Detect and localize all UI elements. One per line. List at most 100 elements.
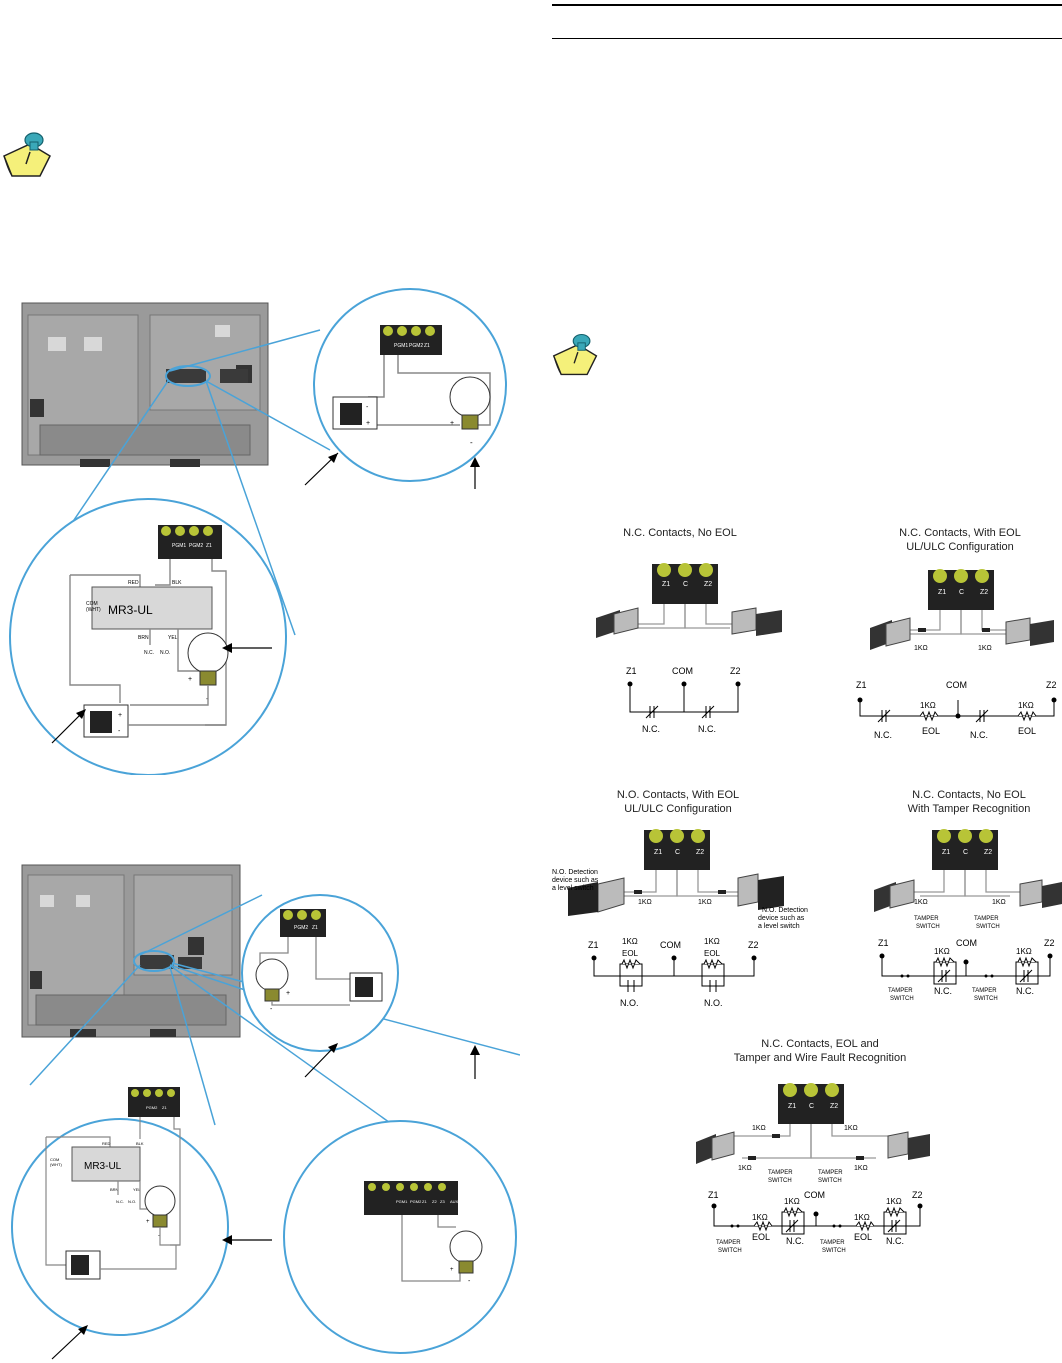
diagram-label: COM	[946, 680, 967, 690]
diagram-label: -	[366, 404, 369, 411]
diagram-label: 1KΩ	[738, 1165, 752, 1172]
diagram-label: N.O.	[128, 1199, 136, 1204]
diagram-label: Z2	[1046, 680, 1057, 690]
diagram-label: 1KΩ	[784, 1197, 800, 1206]
diagram-label: TAMPER	[914, 916, 939, 922]
diagram-label: 1KΩ	[920, 701, 936, 710]
diagram-label: Z1	[422, 1199, 427, 1204]
diagram-label: Z1	[626, 666, 637, 676]
terminal-label: Z1	[424, 343, 430, 349]
diagram-label: BRN	[110, 1187, 119, 1192]
diagram-label: Z1	[788, 1103, 796, 1110]
diagram-label: SWITCH	[974, 996, 998, 1002]
terminal-label: PGM2	[409, 343, 423, 349]
diagram-label: MR3-UL	[84, 1161, 122, 1172]
diagram-label: -	[470, 438, 473, 447]
diagram-label: 1KΩ	[914, 899, 928, 906]
diagram-label: EOL	[704, 949, 721, 958]
diagram-label: +	[118, 712, 122, 719]
diagram-label: COM	[86, 601, 98, 607]
diagram-label: C	[963, 849, 968, 856]
header-rule-bottom	[552, 38, 1062, 39]
diagram-label: N.O. Detection	[552, 869, 598, 876]
wiring-figure-bottom: PGM2 Z1 + - PGM2 Z1 MR3-UL RED BLK COM (…	[11, 864, 520, 1360]
diagram-label: N.C.	[934, 986, 952, 996]
diagram-title: N.C. Contacts, With EOL UL/ULC Configura…	[899, 527, 1021, 553]
diagram-label: PGM1	[396, 1199, 408, 1204]
diagram-label: PGM1	[172, 543, 186, 549]
power-supply-box	[349, 972, 383, 1002]
diagram-label: Z1	[312, 925, 318, 931]
door-contact-icon	[887, 1131, 930, 1160]
diagram-title: N.C. Contacts, No EOL With Tamper Recogn…	[907, 789, 1031, 815]
diagram-label: BRN	[138, 635, 149, 641]
diagram-label: 1KΩ	[1016, 947, 1032, 956]
diagram-label: SWITCH	[718, 1248, 742, 1254]
diagram-label: (WHT)	[86, 607, 101, 613]
diagram-label: COM	[804, 1190, 825, 1200]
diagram-label: COM	[50, 1157, 59, 1162]
diagram-label: N.C.	[970, 730, 988, 740]
terminal-block-3: PGM2 Z1	[280, 909, 326, 937]
diagram-label: N.C.	[144, 650, 154, 656]
control-panel-board	[21, 302, 269, 467]
diagram-label: -	[118, 728, 121, 735]
terminal-block-4: PGM1 PGM2 Z1	[380, 325, 442, 355]
diagram-label: 1KΩ	[698, 899, 712, 906]
diagram-label: EOL	[752, 1232, 770, 1242]
terminal-block: Z1 C Z2	[652, 563, 718, 604]
relay-name: MR3-UL	[108, 603, 153, 617]
diagram-label: 1KΩ	[622, 937, 638, 946]
diagram-label: Z2	[730, 666, 741, 676]
diagram-label: N.C.	[786, 1236, 804, 1246]
bulb-icon: + -	[144, 1185, 176, 1239]
diagram-label: N.C.	[1016, 986, 1034, 996]
diagram-label: BLK	[172, 580, 182, 586]
wiring-figure-top: PGM1 PGM2 Z1 - + + - PGM1 PGM2 Z1 MR3-UL	[9, 288, 507, 775]
terminal-block: Z1 C Z2	[932, 829, 998, 870]
diagram-label: TAMPER	[820, 1240, 845, 1246]
relay-module: MR3-UL RED BLK COM (WHT) BRN YEL N.C. N.…	[86, 580, 213, 656]
control-panel-board	[21, 864, 241, 1038]
diagram-label: Z1	[708, 1190, 719, 1200]
diagram-label: TAMPER	[818, 1170, 843, 1176]
diagram-label: Z2	[984, 849, 992, 856]
diagram-label: Z2	[696, 849, 704, 856]
diagram-label: Z1	[162, 1105, 167, 1110]
diagram-title: N.C. Contacts, EOL and Tamper and Wire F…	[733, 1038, 907, 1064]
diagram-label: 1KΩ	[992, 899, 1006, 906]
diagram-label: TAMPER	[768, 1170, 793, 1176]
diagram-label: N.C.	[874, 730, 892, 740]
diagram-label: TAMPER	[974, 916, 999, 922]
diagram-label: +	[146, 1219, 150, 1225]
diagram-label: N.C.	[886, 1236, 904, 1246]
zone-diagram-nc-no-eol: Z1 C Z2 Z1 COM Z2 N.C. N.C.	[596, 563, 782, 734]
diagram-label: SWITCH	[818, 1178, 842, 1184]
diagram-label: COM	[660, 940, 681, 950]
diagram-label: C	[683, 581, 688, 588]
diagram-label: -	[270, 1006, 273, 1013]
diagram-label: RED	[128, 580, 139, 586]
header-rule-top	[552, 4, 1062, 6]
terminal-block-6: PGM1 PGM2 Z1 Z2 Z3 AUX	[364, 1181, 459, 1215]
door-contact-icon	[596, 607, 639, 638]
diagram-label: a level switch	[758, 923, 800, 930]
diagram-label: TAMPER	[716, 1240, 741, 1246]
relay-module: MR3-UL RED BLK COM (WHT) BRN YEL N.C. N.…	[50, 1141, 144, 1204]
diagram-label: 1KΩ	[978, 645, 992, 652]
diagram-label: N.O.	[160, 650, 170, 656]
diagram-label: AUX	[450, 1199, 459, 1204]
diagram-label: PGM2	[294, 925, 308, 931]
level-switch-icon	[737, 873, 784, 910]
diagram-label: 1KΩ	[1018, 701, 1034, 710]
door-contact-icon	[1005, 617, 1054, 646]
diagram-label: Z2	[912, 1190, 923, 1200]
power-supply-box: + -	[83, 704, 129, 738]
diagram-label: EOL	[922, 726, 940, 736]
diagram-label: COM	[672, 666, 693, 676]
door-contact-icon	[1019, 879, 1062, 908]
diagram-label: Z1	[942, 849, 950, 856]
diagram-label: 1KΩ	[752, 1213, 768, 1222]
note-pin-icon	[550, 328, 602, 380]
zone-diagram-no-with-eol: Z1 C Z2 1KΩ 1KΩ N.O. Detection device su…	[552, 829, 808, 1008]
